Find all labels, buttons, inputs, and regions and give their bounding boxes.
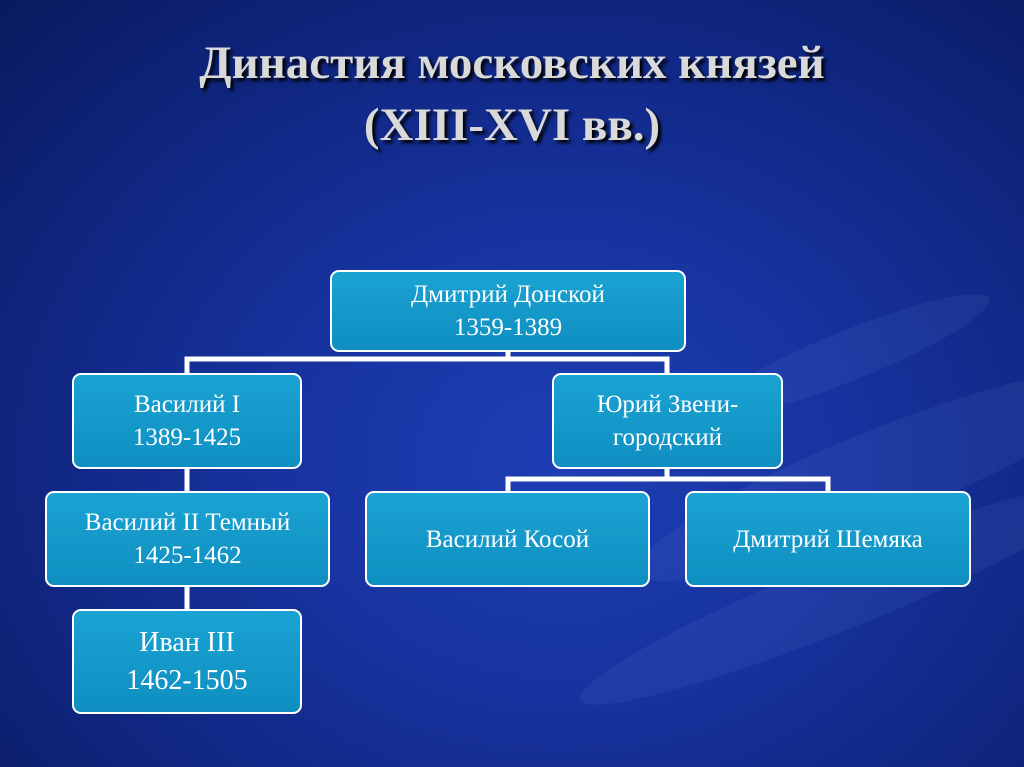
node-vasily-1: Василий I 1389-1425: [72, 373, 302, 469]
connector-donskoy-children: [184, 348, 670, 376]
node-name: Дмитрий Донской: [411, 281, 605, 308]
node-name: Василий Косой: [425, 525, 590, 553]
connector-yury-children: [505, 465, 831, 495]
node-years: 1462-1505: [126, 664, 248, 696]
node-yury-zvenigorodsky: Юрий Звени- городский: [552, 373, 783, 469]
node-vasily-kosoy: Василий Косой: [365, 491, 650, 587]
node-years: 1359-1389: [453, 314, 563, 341]
node-ivan-3: Иван III 1462-1505: [72, 609, 302, 714]
node-name: Иван III: [139, 626, 235, 658]
title-line-1: Династия московских князей: [199, 37, 825, 89]
node-dmitry-shemyaka: Дмитрий Шемяка: [685, 491, 971, 587]
node-years: 1425-1462: [133, 542, 242, 569]
title-line-2: (XIII-XVI вв.): [363, 99, 661, 151]
node-name-continued: городский: [612, 424, 723, 451]
node-name: Василий I: [133, 391, 241, 418]
node-years: 1389-1425: [132, 424, 242, 451]
page-title: Династия московских князей (XIII-XVI вв.…: [0, 32, 1024, 156]
node-name: Юрий Звени-: [596, 391, 739, 418]
node-vasily-2-temny: Василий II Темный 1425-1462: [45, 491, 330, 587]
node-dmitry-donskoy: Дмитрий Донской 1359-1389: [330, 270, 686, 352]
node-name: Василий II Темный: [84, 509, 291, 536]
node-name: Дмитрий Шемяка: [733, 525, 923, 553]
